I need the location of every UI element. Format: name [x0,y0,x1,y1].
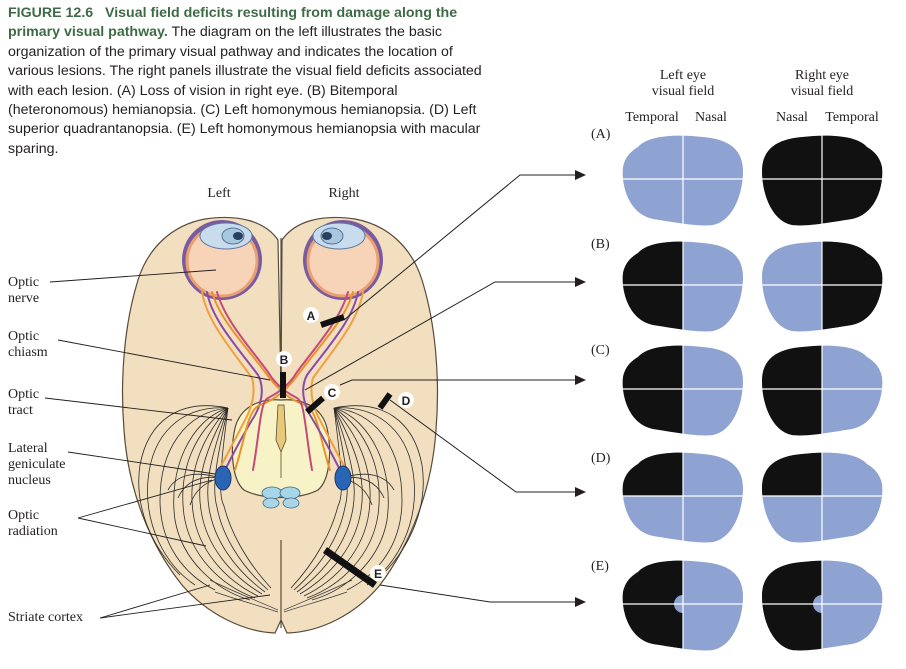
field-c-right-eye [758,339,886,441]
right-eye-header-line2: visual field [791,84,854,99]
row-label-e: (E) [591,559,609,574]
left-eye-temporal-label: Temporal [625,110,679,125]
field-b-left-eye [619,235,747,337]
field-c-left-eye [619,339,747,441]
lesion-badge-d: D [398,392,414,408]
field-a-left-eye [619,129,747,231]
left-eye-nasal-label: Nasal [695,110,727,125]
third-ventricle [275,404,287,454]
right-eye-temporal-label: Temporal [825,110,879,125]
figure-label: FIGURE 12.6 [8,5,94,21]
lgn-left [214,465,232,491]
arrow-line-d [389,399,576,493]
arrow-line-c [339,379,576,386]
right-radiation-hatching [290,405,424,601]
lesion-letter-b: B [280,353,289,367]
left-radiation-hatching [138,405,272,601]
figure-title: Visual field deficits resulting from dam… [8,5,458,41]
arrow-line-e [379,584,576,603]
row-label-b: (B) [591,237,610,252]
lesion-bar-a [320,314,345,328]
brain-diagram: A B C D E Left Right [121,186,439,634]
row-label-a: (A) [591,127,611,142]
occipital-hatching [209,579,353,613]
lesion-badge-e: E [370,565,386,581]
lesion-bar-c [305,395,325,415]
row-label-d: (D) [591,451,611,466]
field-e-right-eye [758,554,886,656]
lesion-letter-e: E [374,567,382,581]
lesion-badge-b: B [276,351,292,367]
lesion-badge-a: A [303,307,319,323]
side-label-right: Right [328,186,359,201]
field-b-right-eye [758,235,886,337]
lgn-right [334,465,352,491]
arrow-heads [575,170,586,607]
right-eye [303,220,383,300]
lesion-bar-e [322,547,378,588]
lesion-letter-a: A [307,309,316,323]
field-e-left-eye [619,554,747,656]
colliculus-right-upper [279,486,301,500]
label-optic-tract: Optic tract [8,387,43,418]
field-a-right-eye [758,129,886,231]
field-d-left-eye [619,446,747,548]
row-labels: (A) (B) (C) (D) (E) [591,127,611,574]
label-optic-chiasm: Optic chiasm [8,329,48,360]
lesion-badge-c: C [324,384,340,400]
lesion-arrows [304,174,576,603]
right-eye-header-line1: Right eye [795,68,849,83]
label-striate-cortex: Striate cortex [8,610,83,625]
arrow-line-a [343,174,576,321]
lesion-letter-d: D [402,394,411,408]
lesion-letter-c: C [328,386,337,400]
label-lateral-geniculate-nucleus: Lateral geniculate nucleus [8,441,69,488]
left-eye-header-line1: Left eye [660,68,706,83]
colliculus-left-lower [262,497,280,509]
structure-labels: Optic nerve Optic chiasm Optic tract Lat… [8,275,83,625]
label-optic-radiation: Optic radiation [8,508,58,539]
left-eye-header-line2: visual field [652,84,715,99]
right-eye-nasal-label: Nasal [776,110,808,125]
lesion-bar-d [377,392,393,410]
field-d-right-eye [758,446,886,548]
figure-caption: FIGURE 12.6 Visual field deficits result… [8,4,490,159]
colliculus-right-lower [282,497,300,509]
caption-body: The diagram on the left illustrates the … [8,24,482,157]
arrow-line-b [304,281,576,391]
label-leader-lines [44,269,271,619]
field-headers: Left eye visual field Right eye visual f… [625,68,879,125]
row-label-c: (C) [591,343,610,358]
left-eye [182,220,262,300]
label-optic-nerve: Optic nerve [8,275,43,306]
side-label-left: Left [207,186,230,201]
colliculus-left-upper [261,486,283,500]
